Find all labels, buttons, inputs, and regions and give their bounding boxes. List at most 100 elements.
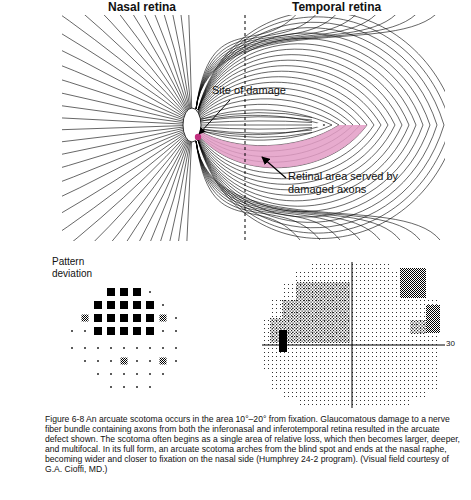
pattern-deviation-plot [71, 288, 177, 388]
fiber-line [198, 125, 430, 217]
fiber-line [198, 33, 430, 125]
horizontal-axis [262, 345, 445, 346]
field-area [262, 263, 440, 406]
deviation-dot [175, 360, 177, 362]
deviation-dot [149, 347, 151, 349]
deviation-dot [123, 373, 125, 375]
fiber-line [62, 67, 183, 122]
deviation-square [160, 315, 167, 322]
deviation-dot [110, 386, 112, 388]
deviation-square [133, 288, 141, 296]
fiber-line [196, 15, 440, 109]
deviation-square [133, 327, 141, 335]
fiber-line [198, 44, 416, 125]
fiber-line [200, 127, 312, 129]
deviation-dot [84, 360, 86, 362]
deviation-dot [136, 386, 138, 388]
deviation-dot [110, 360, 112, 362]
callout-label: Retinal area served by damaged axons [288, 170, 406, 195]
fiber-line [196, 15, 420, 109]
deviation-square [160, 358, 167, 365]
deviation-dot [84, 330, 86, 332]
deviation-square [107, 314, 115, 322]
deviation-dot [149, 386, 151, 388]
fiber-line [178, 142, 191, 241]
deviation-square [120, 314, 128, 322]
fiber-line [198, 125, 445, 233]
dense-defect [426, 305, 440, 333]
axis-label: 30 [446, 339, 466, 348]
fiber-line [62, 15, 184, 117]
leader-line [262, 157, 286, 178]
deviation-dot [110, 373, 112, 375]
fiber-line [160, 15, 191, 108]
vertical-axis [352, 262, 353, 408]
dense-defect [400, 268, 426, 298]
site-of-damage-dot [195, 134, 201, 140]
fiber-line [198, 99, 346, 125]
deviation-dot [175, 347, 177, 349]
deviation-square [107, 288, 115, 296]
fiber-line [198, 82, 367, 125]
deviation-square [107, 301, 115, 309]
fiber-line [198, 71, 381, 125]
fiber-line [62, 137, 186, 241]
fiber-line [198, 60, 395, 125]
region-heading: Temporal retina [292, 1, 422, 15]
deviation-square [133, 314, 141, 322]
leader-line [199, 100, 230, 134]
deviation-dot [71, 330, 73, 332]
deviation-square [146, 327, 154, 335]
fiber-line [198, 22, 444, 125]
deviation-dot [175, 330, 177, 332]
fiber-line [134, 142, 191, 241]
fiber-line [62, 136, 185, 241]
deviation-dot [71, 347, 73, 349]
deviation-dot [97, 347, 99, 349]
fiber-line [62, 139, 187, 241]
fiber-line [198, 115, 325, 125]
deviation-square [82, 315, 89, 322]
fiber-line [198, 125, 445, 239]
deviation-dot [175, 317, 177, 319]
fiber-line [198, 125, 416, 206]
fiber-line [95, 15, 189, 109]
fiber-line [198, 125, 367, 168]
deviation-dot [110, 347, 112, 349]
relative-defect [410, 320, 426, 334]
plot-label: Pattern deviation [52, 256, 112, 279]
deviation-square [133, 301, 141, 309]
fiber-line [62, 133, 184, 241]
region-heading: Nasal retina [108, 1, 228, 15]
deviation-square [120, 327, 128, 335]
deviation-dot [123, 386, 125, 388]
fiber-line [198, 17, 445, 125]
figure-caption: Figure 6-8 An arcuate scotoma occurs in … [45, 414, 463, 474]
fiber-line [70, 140, 188, 241]
fiber-line [200, 125, 312, 126]
fiber-line [62, 111, 183, 124]
fiber-line [196, 15, 340, 109]
callout-label: Site of damage [212, 84, 312, 97]
fiber-line [156, 142, 191, 241]
fiber-line [62, 15, 186, 112]
fiber-line [62, 138, 187, 241]
deviation-dot [84, 347, 86, 349]
fiber-line [200, 117, 312, 121]
deviation-dot [162, 330, 164, 332]
nerve-fiber-layer [62, 15, 445, 241]
fiber-line [62, 15, 185, 116]
fiber-line [62, 131, 184, 222]
fiber-line [90, 141, 188, 241]
fiber-line [62, 126, 183, 135]
arcuate-defect [296, 282, 350, 300]
blind-spot [279, 330, 287, 352]
deviation-square [121, 358, 128, 365]
deviation-square [120, 288, 128, 296]
fiber-line [116, 15, 189, 109]
fiber-line [198, 125, 437, 222]
fiber-line [198, 28, 437, 125]
fiber-line [198, 49, 409, 125]
deviation-square [94, 314, 102, 322]
